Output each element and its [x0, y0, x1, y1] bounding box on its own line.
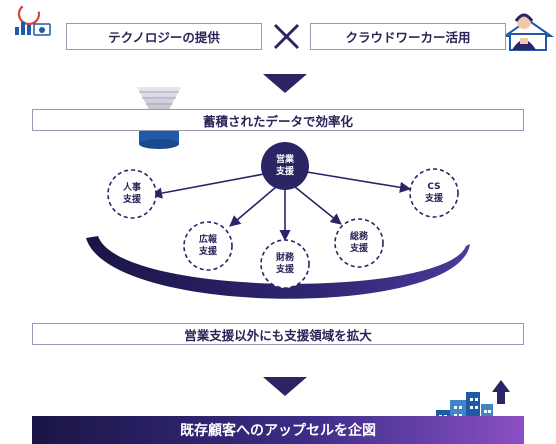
crowdworker-box: クラウドワーカー活用 [310, 23, 506, 50]
technology-label: テクノロジーの提供 [108, 30, 220, 45]
node-hr-line2: 支援 [122, 195, 141, 205]
node-finance-line2: 支援 [275, 265, 294, 275]
down-arrow-icon [263, 377, 307, 396]
crowdworker-label: クラウドワーカー活用 [345, 30, 471, 45]
node-cs-line1: CS [427, 182, 441, 192]
upsell-plan-label: 既存顧客へのアップセルを企図 [180, 423, 376, 439]
node-pr-support: 広報 支援 [184, 234, 232, 258]
upsell-plan-banner: 既存顧客へのアップセルを企図 [32, 416, 524, 444]
node-cs-support: CS 支援 [410, 181, 458, 205]
analytics-icon [15, 2, 51, 36]
node-general-affairs-support: 総務 支援 [335, 231, 383, 255]
cross-icon [273, 23, 300, 50]
expansion-label: 営業支援以外にも支援領域を拡大 [184, 327, 372, 343]
node-general-affairs-line1: 総務 [349, 232, 368, 242]
node-cs-line2: 支援 [424, 194, 443, 204]
node-finance-support: 財務 支援 [261, 252, 309, 276]
center-node-line2: 支援 [275, 167, 294, 177]
node-pr-line2: 支援 [198, 247, 217, 257]
node-hr-support: 人事 支援 [108, 182, 156, 206]
node-hr-line1: 人事 [122, 183, 141, 193]
center-node-sales-support: 営業 支援 [261, 154, 309, 178]
connector-arrows [150, 171, 412, 242]
node-finance-line1: 財務 [275, 253, 294, 263]
node-general-affairs-line2: 支援 [349, 244, 368, 254]
down-arrow-icon [263, 74, 307, 93]
operator-icon [501, 13, 555, 51]
scope-arc [86, 236, 470, 299]
data-efficiency-label: 蓄積されたデータで効率化 [202, 113, 353, 129]
center-node-line1: 営業 [275, 155, 294, 165]
support-circles [107, 168, 459, 289]
data-efficiency-box: 蓄積されたデータで効率化 [32, 109, 524, 131]
technology-box: テクノロジーの提供 [66, 23, 262, 50]
node-pr-line1: 広報 [198, 235, 217, 245]
center-node-circle [261, 142, 309, 190]
expansion-box: 営業支援以外にも支援領域を拡大 [32, 323, 524, 345]
